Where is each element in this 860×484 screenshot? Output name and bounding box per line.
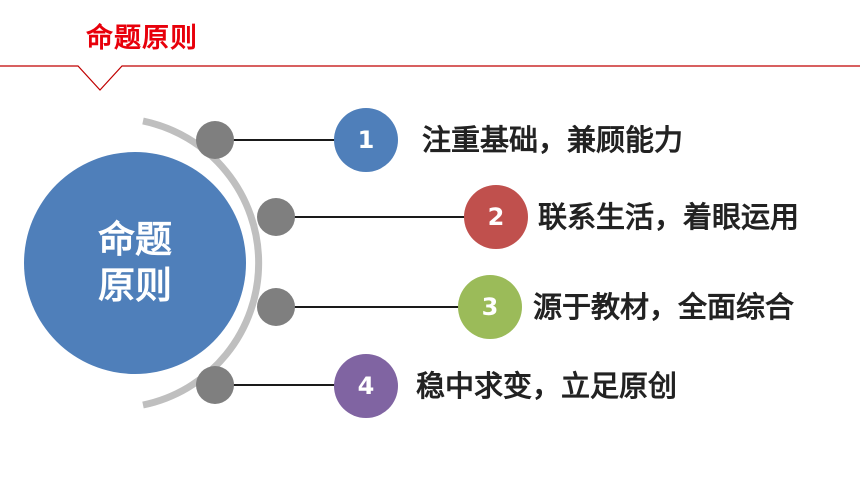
item-number-3: 3	[481, 293, 499, 321]
item-text-3: 源于教材，全面综合	[533, 290, 795, 324]
item-text-2: 联系生活，着眼运用	[538, 200, 800, 234]
center-label: 命题原则	[98, 218, 172, 307]
center-circle: 命题原则	[24, 152, 246, 374]
item-text-4: 稳中求变，立足原创	[416, 369, 678, 403]
item-text-1: 注重基础，兼顾能力	[422, 123, 684, 157]
item-number-2: 2	[487, 203, 505, 231]
header-divider	[0, 65, 860, 91]
item-badge-4: 4	[334, 354, 398, 418]
connector-knot-3	[257, 288, 295, 326]
connector-knot-1	[196, 121, 234, 159]
item-number-1: 1	[357, 126, 375, 154]
item-number-4: 4	[357, 372, 375, 400]
item-badge-3: 3	[458, 275, 522, 339]
item-badge-2: 2	[464, 185, 528, 249]
slide-title: 命题原则	[86, 23, 198, 54]
item-badge-1: 1	[334, 108, 398, 172]
connector-knot-4	[196, 366, 234, 404]
connector-knot-2	[257, 198, 295, 236]
